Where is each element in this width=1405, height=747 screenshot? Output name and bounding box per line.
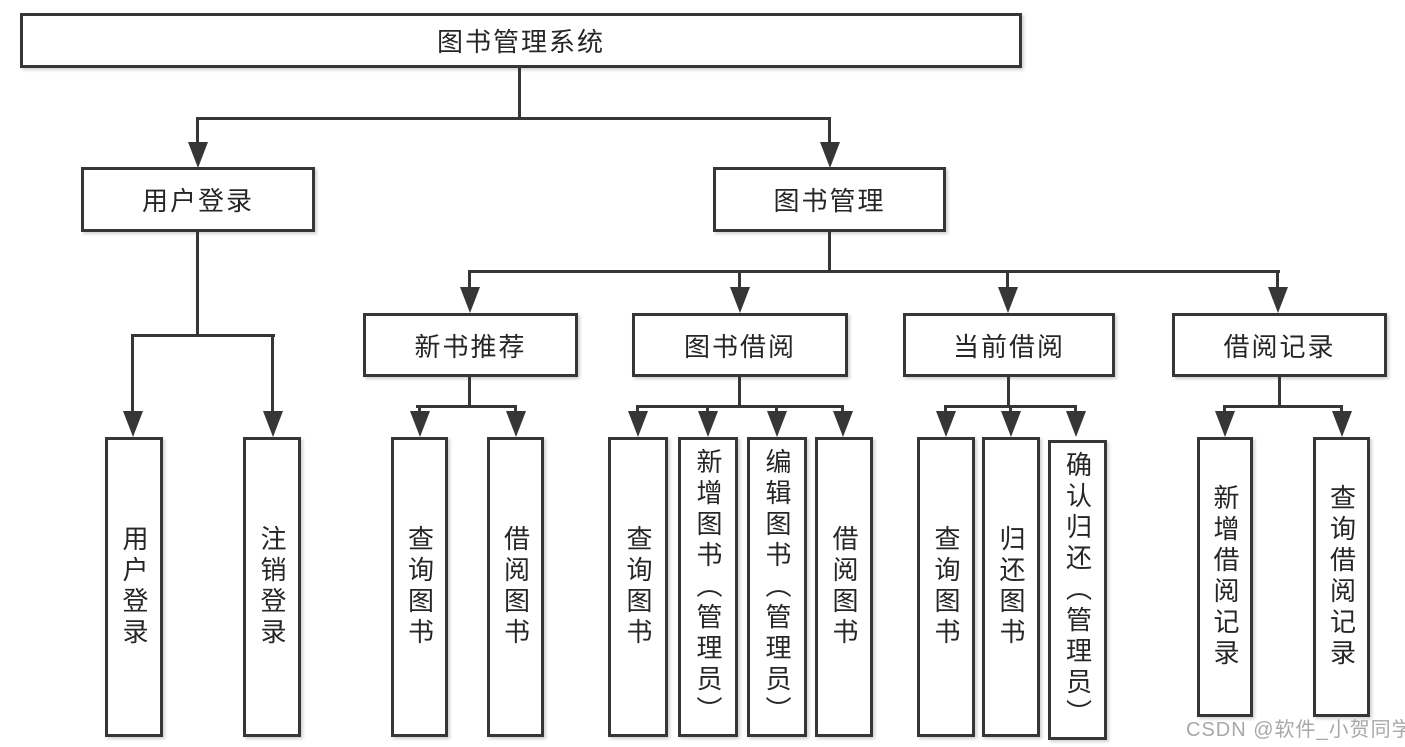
connector-records-branch xyxy=(1223,405,1341,408)
connector-bb-edit-stem xyxy=(775,405,778,413)
leaf-nb-borrow-books: 借阅图书 xyxy=(487,437,544,737)
arrowhead-leaf-login xyxy=(123,411,143,437)
connector-br-add-stem xyxy=(1223,405,1226,413)
leaf-user-login: 用户登录 xyxy=(105,437,163,737)
arrowhead-current xyxy=(998,287,1018,313)
connector-borrowing-stem xyxy=(738,272,741,288)
connector-nb-query-stem xyxy=(418,405,421,413)
leaf-nb-query-books-label: 查询图书 xyxy=(404,525,435,649)
connector-user-login-stem xyxy=(196,119,199,145)
node-current-borrowing: 当前借阅 xyxy=(903,313,1115,377)
leaf-cb-confirm-return-admin: 确认归还（管理员） xyxy=(1048,440,1107,740)
connector-bb-query-stem xyxy=(636,405,639,413)
leaf-bb-borrow-books-label: 借阅图书 xyxy=(829,525,859,649)
leaf-bb-add-book-admin-label: 新增图书（管理员） xyxy=(693,447,723,727)
connector-cb-query-stem xyxy=(944,405,947,413)
connector-book-mgmt-down xyxy=(828,232,831,273)
connector-user-login-branch xyxy=(131,334,275,337)
arrowhead-user-login xyxy=(188,142,208,168)
leaf-bb-query-books: 查询图书 xyxy=(608,437,668,737)
node-library-system-label: 图书管理系统 xyxy=(436,27,605,57)
node-new-book-recommendation: 新书推荐 xyxy=(363,313,578,377)
arrowhead-cb-query xyxy=(936,411,956,437)
arrowhead-leaf-logout xyxy=(263,411,283,437)
connector-current-down xyxy=(1007,377,1010,408)
connector-records-down xyxy=(1278,377,1281,408)
leaf-cb-return-books-label: 归还图书 xyxy=(996,525,1026,649)
connector-leaf-logout-stem xyxy=(271,334,274,412)
node-borrowing-records: 借阅记录 xyxy=(1172,313,1387,377)
connector-new-book-stem xyxy=(468,272,471,288)
leaf-cb-query-books: 查询图书 xyxy=(917,437,975,737)
arrowhead-bb-query xyxy=(628,411,648,437)
connector-user-login-down xyxy=(196,232,199,336)
leaf-user-login-label: 用户登录 xyxy=(119,525,149,649)
connector-bb-add-stem xyxy=(706,405,709,413)
node-user-login: 用户登录 xyxy=(81,167,315,232)
connector-new-book-down xyxy=(468,377,471,408)
watermark: CSDN @软件_小贺同学 xyxy=(1186,719,1405,741)
leaf-br-query-record: 查询借阅记录 xyxy=(1313,437,1370,717)
connector-leaf-login-stem xyxy=(131,334,134,412)
node-book-borrowing: 图书借阅 xyxy=(632,313,848,377)
arrowhead-bb-add xyxy=(698,411,718,437)
connector-root-stem xyxy=(518,66,521,119)
node-library-system: 图书管理系统 xyxy=(20,13,1022,68)
node-current-borrowing-label: 当前借阅 xyxy=(952,331,1065,362)
leaf-bb-query-books-label: 查询图书 xyxy=(623,525,653,649)
leaf-br-add-record-label: 新增借阅记录 xyxy=(1210,484,1240,670)
leaf-bb-edit-book-admin-label: 编辑图书（管理员） xyxy=(762,447,792,727)
leaf-cb-confirm-return-admin-label: 确认归还（管理员） xyxy=(1062,450,1093,730)
node-user-login-label: 用户登录 xyxy=(141,186,254,216)
leaf-nb-borrow-books-label: 借阅图书 xyxy=(500,525,531,649)
leaf-bb-borrow-books: 借阅图书 xyxy=(815,437,873,737)
arrowhead-records xyxy=(1268,287,1288,313)
arrowhead-br-query xyxy=(1332,411,1352,437)
node-book-borrowing-label: 图书借阅 xyxy=(683,331,796,362)
arrowhead-cb-return xyxy=(1001,411,1021,437)
leaf-cb-query-books-label: 查询图书 xyxy=(931,525,961,649)
node-borrowing-records-label: 借阅记录 xyxy=(1223,331,1336,362)
connector-book-mgmt-branch xyxy=(468,270,1280,273)
leaf-logout-login: 注销登录 xyxy=(243,437,301,737)
connector-cb-confirm-stem xyxy=(1074,405,1077,413)
arrowhead-bb-edit xyxy=(767,411,787,437)
leaf-bb-add-book-admin: 新增图书（管理员） xyxy=(678,437,738,737)
connector-book-mgmt-stem xyxy=(828,119,831,145)
connector-root-branch xyxy=(196,117,831,120)
connector-borrowing-down xyxy=(738,377,741,408)
arrowhead-cb-confirm xyxy=(1066,411,1086,437)
node-new-book-recommendation-label: 新书推荐 xyxy=(414,331,527,362)
connector-borrowing-branch xyxy=(636,405,844,408)
connector-cb-return-stem xyxy=(1009,405,1012,413)
arrowhead-book-mgmt xyxy=(820,142,840,168)
connector-new-book-branch xyxy=(416,405,517,408)
connector-br-query-stem xyxy=(1340,405,1343,413)
leaf-bb-edit-book-admin: 编辑图书（管理员） xyxy=(747,437,807,737)
leaf-br-add-record: 新增借阅记录 xyxy=(1197,437,1253,717)
arrowhead-bb-borrow xyxy=(833,411,853,437)
connector-nb-borrow-stem xyxy=(514,405,517,413)
leaf-cb-return-books: 归还图书 xyxy=(982,437,1040,737)
node-book-management-label: 图书管理 xyxy=(773,186,886,216)
arrowhead-br-add xyxy=(1215,411,1235,437)
leaf-logout-login-label: 注销登录 xyxy=(257,525,287,649)
arrowhead-new-book xyxy=(460,287,480,313)
connector-records-stem xyxy=(1276,272,1279,288)
arrowhead-nb-borrow xyxy=(506,411,526,437)
connector-bb-borrow-stem xyxy=(841,405,844,413)
connector-current-stem xyxy=(1006,272,1009,288)
leaf-nb-query-books: 查询图书 xyxy=(391,437,448,737)
node-book-management: 图书管理 xyxy=(713,167,946,232)
leaf-br-query-record-label: 查询借阅记录 xyxy=(1326,484,1357,670)
arrowhead-borrowing xyxy=(730,287,750,313)
arrowhead-nb-query xyxy=(410,411,430,437)
